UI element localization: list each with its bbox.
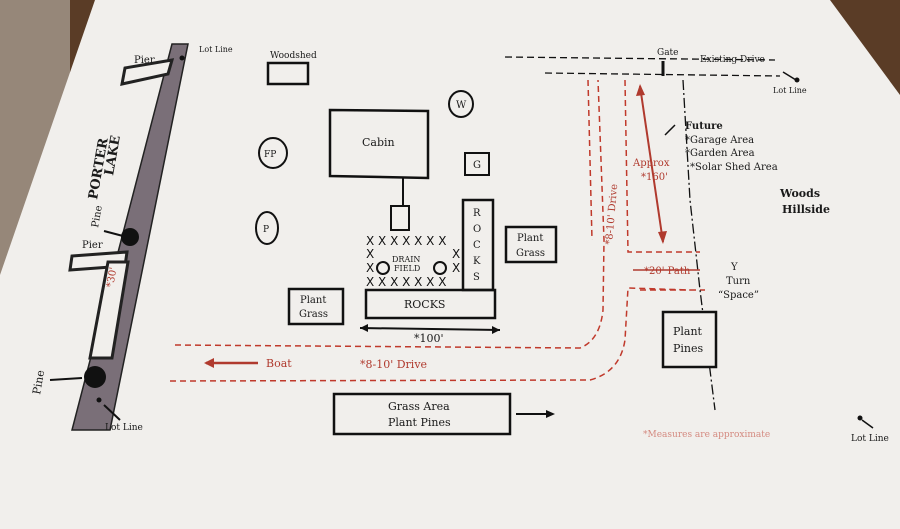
plant-pines-label-1: Plant xyxy=(673,325,703,338)
approx-160-line xyxy=(639,85,664,243)
dim-100-label: *100' xyxy=(414,332,444,345)
existing-drive-lines xyxy=(504,56,781,77)
svg-text:X X X X X X X: X X X X X X X xyxy=(366,234,446,248)
plant-grass-right-2: Grass xyxy=(516,248,545,259)
lot-line-right-bottom-label: Lot Line xyxy=(851,434,889,444)
hillside-label: Hillside xyxy=(782,203,830,216)
existing-drive-label: Existing Drive xyxy=(700,55,765,65)
woods-label: Woods xyxy=(779,187,820,200)
boat-label: Boat xyxy=(266,357,292,370)
grass-area-box xyxy=(332,392,512,436)
drain-field-marks: X X X X X X X X X X X X X X X X X X xyxy=(366,234,460,289)
rocks-h-label: ROCKS xyxy=(404,298,445,311)
cabin-box xyxy=(328,108,430,180)
rocks-v-letter-2: O xyxy=(473,224,481,235)
well-label: W xyxy=(456,100,467,111)
lot-line-bottom-arrow xyxy=(103,404,121,421)
pine-top-label: Pine xyxy=(90,205,105,229)
lake-label-2: LAKE xyxy=(102,134,124,177)
pine-top-arrow xyxy=(103,230,124,237)
y-turn-label-2: Turn xyxy=(726,276,751,287)
footnote-label: *Measures are approximate xyxy=(643,430,770,440)
lot-line-right-bottom-arrow xyxy=(861,419,874,429)
svg-text:X: X xyxy=(366,261,374,275)
lot-line-top-dot xyxy=(179,55,185,61)
propane-circle xyxy=(255,211,279,245)
drain-circle-right xyxy=(433,261,447,275)
dock-length-label: *30' xyxy=(105,266,119,288)
drain-field-label-2: FIELD xyxy=(394,264,420,273)
pine-bottom-label: Pine xyxy=(30,369,47,395)
propane-label: P xyxy=(263,225,269,235)
pier-top-label: Pier xyxy=(134,55,155,66)
lot-line-top-label: Lot Line xyxy=(199,45,233,54)
plant-pines-label-2: Pines xyxy=(673,342,704,355)
future-title: Future xyxy=(685,121,723,132)
dim-20-label: *20' Path xyxy=(644,266,691,277)
rocks-horizontal-box xyxy=(364,288,497,320)
plant-grass-left-1: Plant xyxy=(300,295,326,306)
plant-grass-left-box xyxy=(287,287,345,326)
drive-vertical-label: *8-10' Drive xyxy=(604,183,620,245)
drain-circle-left xyxy=(376,261,390,275)
boat-arrow-head xyxy=(204,358,214,368)
gate-label: Gate xyxy=(657,48,679,58)
grass-area-arrow-head xyxy=(546,410,555,418)
woodshed-label: Woodshed xyxy=(270,51,317,61)
lower-drive-path xyxy=(169,79,705,382)
approx-160-arrow-bottom xyxy=(658,231,667,244)
lot-line-right-bottom-dot xyxy=(857,415,863,421)
future-item-1: *Garage Area xyxy=(685,135,754,146)
fire-pit-label: FP xyxy=(264,150,276,160)
well-circle xyxy=(448,90,474,118)
svg-text:X X X X X X X: X X X X X X X xyxy=(366,275,446,289)
lot-line-right-top-arrow xyxy=(782,71,797,81)
plant-grass-right-box xyxy=(504,225,558,264)
fire-pit-circle xyxy=(258,137,288,169)
pine-bottom-arrow xyxy=(49,377,83,381)
septic-tank-box xyxy=(390,205,410,231)
grass-area-label-1: Grass Area xyxy=(388,400,450,413)
approx-160-arrow-top xyxy=(636,84,645,96)
rocks-v-letter-4: K xyxy=(473,256,481,267)
pier-middle-label: Pier xyxy=(82,240,103,251)
dock-inner-box xyxy=(88,260,130,360)
pine-bottom-mark xyxy=(84,366,106,388)
drive-lower-label: *8-10' Drive xyxy=(360,358,427,371)
y-turn-label-1: Y xyxy=(730,262,738,273)
rocks-v-letter-5: S xyxy=(473,272,480,283)
svg-text:X: X xyxy=(452,261,460,275)
drain-field-label-1: DRAIN xyxy=(392,255,420,264)
plant-pines-box xyxy=(661,310,718,369)
future-item-2: *Garden Area xyxy=(685,148,755,159)
plant-grass-left-2: Grass xyxy=(299,309,328,320)
dim-100-line xyxy=(359,327,501,331)
svg-text:X: X xyxy=(452,247,460,261)
woodshed-box xyxy=(266,61,310,86)
lot-line-right-top-dot xyxy=(794,77,800,83)
svg-text:X: X xyxy=(366,247,374,261)
grass-area-label-2: Plant Pines xyxy=(388,416,451,429)
lot-line-bottom-label: Lot Line xyxy=(105,423,143,433)
dim-100-arrow-right xyxy=(492,326,500,334)
pine-top-mark xyxy=(121,228,139,246)
dim-100-arrow-left xyxy=(360,324,368,332)
lot-line-right-top-label: Lot Line xyxy=(773,86,807,95)
y-turn-label-3: “Space” xyxy=(718,290,759,301)
rocks-v-letter-3: C xyxy=(473,240,481,251)
approx-label-2: *160' xyxy=(641,172,668,183)
rocks-v-letter-1: R xyxy=(473,208,481,219)
future-arrow xyxy=(664,124,676,136)
plant-grass-right-1: Plant xyxy=(517,233,543,244)
g-box xyxy=(464,152,490,176)
lot-line-bottom-dot xyxy=(96,397,102,403)
g-label: G xyxy=(473,160,481,171)
cabin-label: Cabin xyxy=(362,136,395,149)
pier-top-shape xyxy=(120,58,175,86)
approx-label-1: Approx xyxy=(632,158,670,169)
future-item-3: *Solar Shed Area xyxy=(690,162,778,173)
